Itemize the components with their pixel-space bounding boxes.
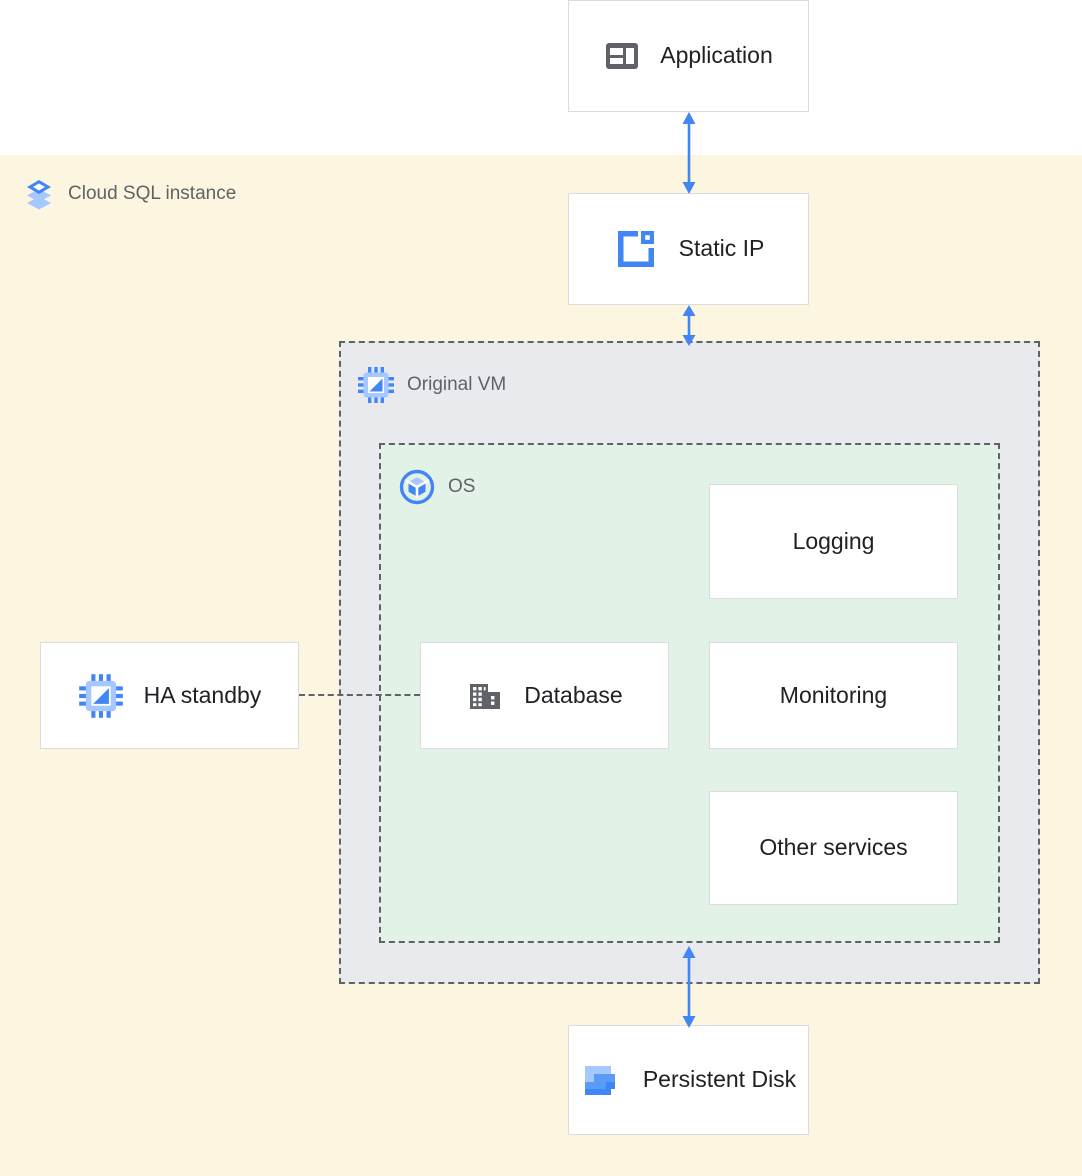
application-node[interactable]: Application <box>568 0 809 112</box>
static-ip-to-vm-connector <box>682 305 696 346</box>
other-services-node[interactable]: Other services <box>709 791 958 905</box>
application-to-static-ip-connector <box>682 112 696 194</box>
ha-standby-node[interactable]: HA standby <box>40 642 299 749</box>
cloud-sql-icon <box>22 177 56 211</box>
logging-node[interactable]: Logging <box>709 484 958 599</box>
persistent-disk-icon <box>581 1059 623 1101</box>
application-window-icon <box>604 38 640 74</box>
vm-chip-icon <box>78 673 124 719</box>
application-label: Application <box>660 42 773 69</box>
other-services-label: Other services <box>759 834 908 861</box>
cloud-sql-instance-title: Cloud SQL instance <box>22 177 236 211</box>
static-ip-label: Static IP <box>678 235 765 262</box>
monitoring-label: Monitoring <box>779 681 888 708</box>
ha-standby-to-database-connector <box>299 694 420 696</box>
logging-label: Logging <box>792 527 875 554</box>
persistent-disk-node[interactable]: Persistent Disk <box>568 1025 809 1135</box>
original-vm-title: Original VM <box>357 366 506 404</box>
database-node[interactable]: Database <box>420 642 669 749</box>
original-vm-label: Original VM <box>407 374 507 395</box>
static-ip-icon <box>613 226 659 272</box>
os-disc-icon <box>398 468 436 506</box>
ha-standby-label: HA standby <box>143 681 262 708</box>
database-label: Database <box>524 681 623 708</box>
os-title: OS <box>398 468 475 506</box>
vm-chip-icon <box>357 366 395 404</box>
persistent-disk-label: Persistent Disk <box>642 1066 797 1093</box>
vm-to-persistent-disk-connector <box>682 946 696 1028</box>
cloud-sql-instance-label: Cloud SQL instance <box>68 183 237 204</box>
database-building-icon <box>466 677 504 715</box>
os-label: OS <box>448 476 476 497</box>
monitoring-node[interactable]: Monitoring <box>709 642 958 749</box>
static-ip-node[interactable]: Static IP <box>568 193 809 305</box>
